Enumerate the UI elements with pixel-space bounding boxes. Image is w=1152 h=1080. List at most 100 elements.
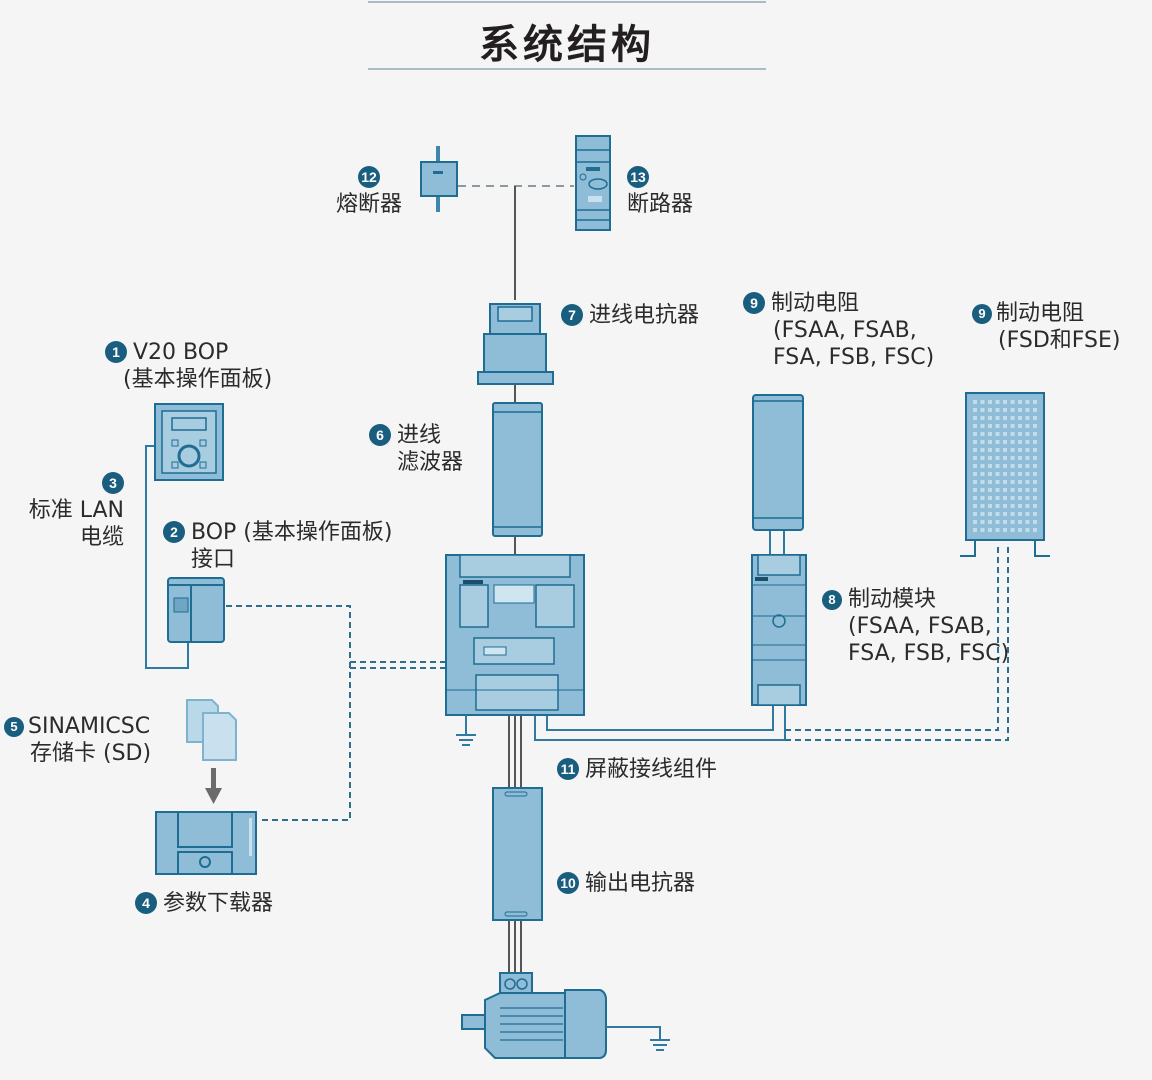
fuse-icon <box>420 146 458 212</box>
ground-icon <box>456 715 476 746</box>
grid-perforation <box>995 440 1000 444</box>
grid-perforation <box>1010 464 1015 468</box>
grid-perforation <box>1033 480 1037 484</box>
grid-perforation <box>988 424 992 428</box>
grid-perforation <box>973 416 977 420</box>
inverter-drive-icon <box>445 554 585 716</box>
grid-perforation <box>995 424 1000 428</box>
grid-perforation <box>1018 456 1022 460</box>
grid-perforation <box>980 520 985 524</box>
grid-perforation <box>973 504 977 508</box>
badge-12: 12 <box>358 166 380 188</box>
grid-perforation <box>1025 504 1030 508</box>
grid-perforation <box>995 448 1000 452</box>
circuit-breaker-icon <box>575 135 611 231</box>
arrow-down-icon <box>205 768 222 804</box>
grid-perforation <box>973 464 977 468</box>
grid-perforation <box>995 496 1000 500</box>
grid-perforation <box>1018 520 1022 524</box>
grid-perforation <box>980 472 985 476</box>
grid-perforation <box>1033 464 1037 468</box>
grid-perforation <box>1003 440 1007 444</box>
grid-perforation <box>1025 432 1030 436</box>
grid-perforation <box>988 480 992 484</box>
grid-perforation <box>1018 504 1022 508</box>
grid-perforation <box>1033 424 1037 428</box>
grid-perforation <box>1018 464 1022 468</box>
grid-perforation <box>1025 400 1030 404</box>
grid-perforation <box>1010 424 1015 428</box>
braking-resistor-icon <box>752 394 804 531</box>
grid-perforation <box>1033 512 1037 516</box>
grid-perforation <box>1018 400 1022 404</box>
line-reactor-icon <box>477 303 554 385</box>
badge-2: 2 <box>163 521 185 543</box>
grid-perforation <box>1010 440 1015 444</box>
motor-ground-icon <box>606 1026 670 1051</box>
grid-perforation <box>980 464 985 468</box>
badge-5: 5 <box>4 717 24 737</box>
grid-perforation <box>988 512 992 516</box>
grid-perforation <box>980 432 985 436</box>
grid-perforation <box>995 520 1000 524</box>
bop-panel-icon <box>154 403 224 481</box>
grid-perforation <box>988 464 992 468</box>
badge-9a: 9 <box>743 292 765 314</box>
grid-perforation <box>973 480 977 484</box>
grid-perforation <box>1018 432 1022 436</box>
grid-perforation <box>1003 432 1007 436</box>
grid-perforation <box>988 408 992 412</box>
grid-perforation <box>980 496 985 500</box>
grid-perforation <box>988 400 992 404</box>
grid-perforation <box>1025 456 1030 460</box>
lan-cable-icon <box>145 445 189 669</box>
grid-perforation <box>973 440 977 444</box>
grid-perforation <box>1010 504 1015 508</box>
grid-perforation <box>988 488 992 492</box>
grid-perforation <box>1033 440 1037 444</box>
grid-perforation <box>1018 496 1022 500</box>
badge-3: 3 <box>102 472 124 494</box>
grid-perforation <box>1010 472 1015 476</box>
braking-module-icon <box>751 554 807 706</box>
grid-perforation <box>980 480 985 484</box>
grid-perforation <box>1010 400 1015 404</box>
grid-perforation <box>1003 520 1007 524</box>
grid-perforation <box>1033 416 1037 420</box>
grid-perforation <box>1010 408 1015 412</box>
grid-perforation <box>973 408 977 412</box>
grid-perforation <box>1018 528 1022 532</box>
grid-perforation <box>1025 480 1030 484</box>
grid-perforation <box>973 400 977 404</box>
grid-perforation <box>995 456 1000 460</box>
grid-perforation <box>1025 448 1030 452</box>
grid-perforation <box>973 496 977 500</box>
grid-perforation <box>1033 448 1037 452</box>
grid-perforation <box>973 528 977 532</box>
grid-perforation <box>973 520 977 524</box>
grid-perforation <box>1003 496 1007 500</box>
grid-perforation <box>980 440 985 444</box>
grid-perforation <box>1018 416 1022 420</box>
grid-perforation <box>1003 504 1007 508</box>
grid-perforation <box>1018 408 1022 412</box>
grid-perforation <box>1025 488 1030 492</box>
grid-perforation <box>1025 520 1030 524</box>
grid-perforation <box>1025 512 1030 516</box>
grid-perforation <box>973 512 977 516</box>
grid-perforation <box>973 488 977 492</box>
grid-perforation <box>1025 528 1030 532</box>
grid-perforation <box>973 424 977 428</box>
grid-perforation <box>980 512 985 516</box>
grid-perforation <box>980 408 985 412</box>
grid-perforation <box>1003 512 1007 516</box>
badge-13: 13 <box>627 166 649 188</box>
grid-perforation <box>1003 400 1007 404</box>
